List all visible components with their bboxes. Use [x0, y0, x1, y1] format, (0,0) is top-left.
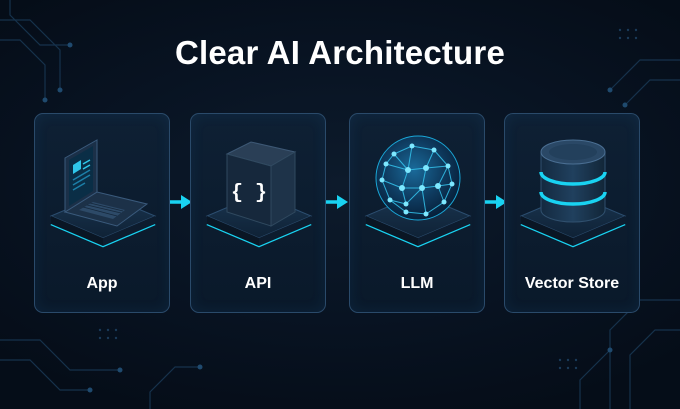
component-label: API	[244, 275, 272, 292]
component-card-llm: LLM	[349, 113, 485, 313]
component-label: Vector Store	[524, 275, 620, 292]
component-card-api: { } API	[190, 113, 326, 313]
arrow-right-icon	[485, 195, 507, 209]
code-cube-icon: { }	[205, 141, 313, 248]
neural-sphere-icon	[364, 135, 472, 248]
component-card-app: App	[34, 113, 170, 313]
component-card-vector-store: Vector Store	[504, 113, 640, 313]
database-icon	[519, 139, 627, 248]
arrow-right-icon	[170, 195, 192, 209]
page-title: Clear AI Architecture	[174, 34, 506, 71]
component-label: LLM	[400, 275, 434, 292]
component-label: App	[86, 275, 118, 292]
code-braces-glyph: { }	[231, 182, 267, 205]
arrow-right-icon	[326, 195, 348, 209]
laptop-icon	[49, 139, 157, 248]
